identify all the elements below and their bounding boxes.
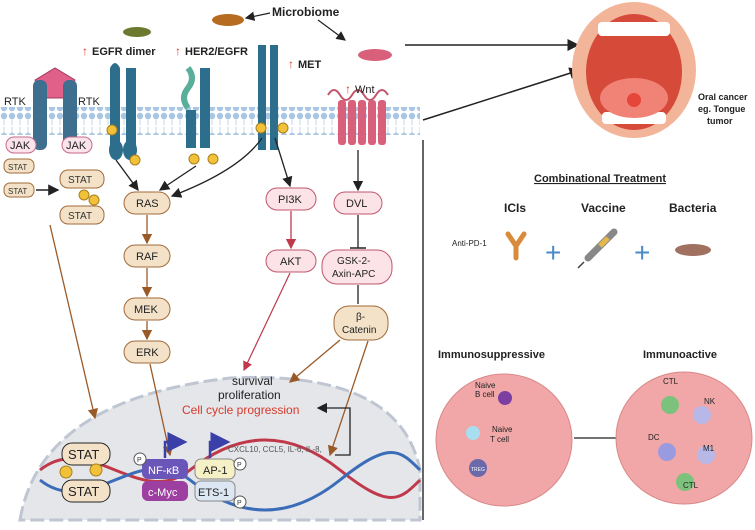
icis-label: ICIs [504, 201, 526, 215]
ap1-box [194, 458, 236, 480]
microbiome-label: Microbiome [272, 5, 340, 19]
immunosuppressive-label: Immunosuppressive [438, 349, 545, 361]
bacterium-icon [123, 14, 392, 61]
ras-node [123, 191, 171, 215]
dvl-label: DVL [346, 198, 367, 210]
stat-nuclear-bottom-label: STAT [68, 484, 99, 499]
plus-2: + [634, 237, 650, 268]
plus-1: + [545, 237, 561, 268]
nk-label: NK [704, 397, 716, 406]
met-receptor [255, 45, 289, 150]
cytokines-label: CXCL10, CCL5, IL-6, IL-8, [228, 445, 322, 454]
jak-left [5, 136, 37, 154]
nfkb-label: NF-κB [148, 465, 179, 477]
her2-up-arrow: ↑ [175, 44, 181, 58]
beta-label-2: Catenin [342, 325, 376, 336]
treg-label: TREG [471, 467, 485, 473]
oral-cancer-label-3: tumor [707, 116, 733, 126]
ap1-label: AP-1 [203, 465, 227, 477]
rtk-right-label: RTK [78, 96, 100, 108]
gsk-label-1: GSK-2- [337, 256, 370, 267]
erk-node [123, 340, 171, 364]
jak-left-label: JAK [10, 140, 31, 152]
naive-t-label-1: Naive [492, 425, 513, 434]
open-mouth-illustration [572, 2, 696, 138]
gsk-node [321, 249, 393, 285]
stat-nuclear-top [61, 442, 111, 466]
immunoactive-label: Immunoactive [643, 349, 717, 361]
stat-dimer-bottom-label: STAT [68, 211, 92, 222]
wnt-label: Wnt [355, 84, 375, 96]
ras-label: RAS [136, 198, 159, 210]
her2-egfr-label: HER2/EGFR [185, 46, 248, 58]
raf-label: RAF [136, 251, 158, 263]
m1-label: M1 [703, 444, 715, 453]
naive-b-label-1: Naive [475, 381, 496, 390]
pi3k-label: PI3K [278, 194, 303, 206]
wnt-receptor [327, 89, 389, 145]
vaccine-label: Vaccine [581, 201, 626, 215]
beta-catenin-node [333, 305, 389, 341]
egfr-up-arrow: ↑ [82, 44, 88, 58]
stat-dimer-top-label: STAT [68, 175, 92, 186]
stat-dimer-top [59, 169, 105, 189]
stat-2-label: STAT [8, 187, 27, 196]
jak-right-label: JAK [66, 140, 87, 152]
stat-1-label: STAT [8, 163, 27, 172]
akt-node [265, 249, 317, 273]
tumor-immunoactive [615, 371, 753, 505]
oral-cancer-label-2: eg. Tongue [698, 104, 745, 114]
syringe-icon [577, 228, 618, 269]
stat-nuclear-top-label: STAT [68, 447, 99, 462]
phospho-label: P [237, 462, 242, 469]
tumor-immunosuppressive [435, 373, 573, 507]
pi3k-node [265, 187, 317, 211]
gsk-label-2: Axin-APC [332, 269, 375, 280]
beta-label-1: β- [356, 312, 365, 323]
wnt-up-arrow: ↑ [345, 82, 351, 96]
cell-cycle-label: Cell cycle progression [182, 403, 299, 417]
raf-node [123, 244, 171, 268]
rtk-receptor [33, 67, 77, 150]
egfr-dimer-receptor [106, 63, 141, 166]
her2-egfr-receptor [181, 66, 219, 165]
erk-label: ERK [136, 347, 159, 359]
survival-label: survival [232, 374, 273, 388]
dvl-node [333, 191, 383, 215]
bacterium-treatment-icon [675, 244, 711, 256]
akt-label: AKT [280, 256, 302, 268]
rtk-left-label: RTK [4, 96, 26, 108]
jak-right [61, 136, 93, 154]
ets1-box [194, 480, 236, 502]
mek-label: MEK [134, 304, 159, 316]
met-up-arrow: ↑ [288, 57, 294, 71]
dc-label: DC [648, 433, 660, 442]
met-label: MET [298, 59, 322, 71]
stat-2 [3, 182, 35, 198]
anti-pd1-label: Anti-PD-1 [452, 239, 487, 248]
oral-cancer-label-1: Oral cancer [698, 92, 748, 102]
antibody-icon [505, 231, 527, 261]
proliferation-label: proliferation [218, 388, 281, 402]
ctl-top-label: CTL [663, 377, 679, 386]
cmyc-label: c-Myc [148, 487, 178, 499]
cmyc-box [142, 481, 188, 501]
naive-t-label-2: T cell [490, 435, 509, 444]
ets1-label: ETS-1 [198, 487, 229, 499]
stat-dimer-bottom [59, 205, 105, 225]
bacteria-label: Bacteria [669, 201, 717, 215]
stat-nuclear-bottom [61, 479, 111, 503]
egfr-dimer-label: EGFR dimer [92, 46, 156, 58]
stat-1 [3, 158, 35, 174]
ctl-bottom-label: CTL [683, 481, 699, 490]
phospho-label: P [137, 457, 142, 464]
naive-b-label-2: B cell [475, 390, 495, 399]
mek-node [123, 297, 171, 321]
combinational-title: Combinational Treatment [534, 173, 666, 185]
phospho-label: P [237, 500, 242, 507]
nfkb-box [142, 459, 188, 479]
